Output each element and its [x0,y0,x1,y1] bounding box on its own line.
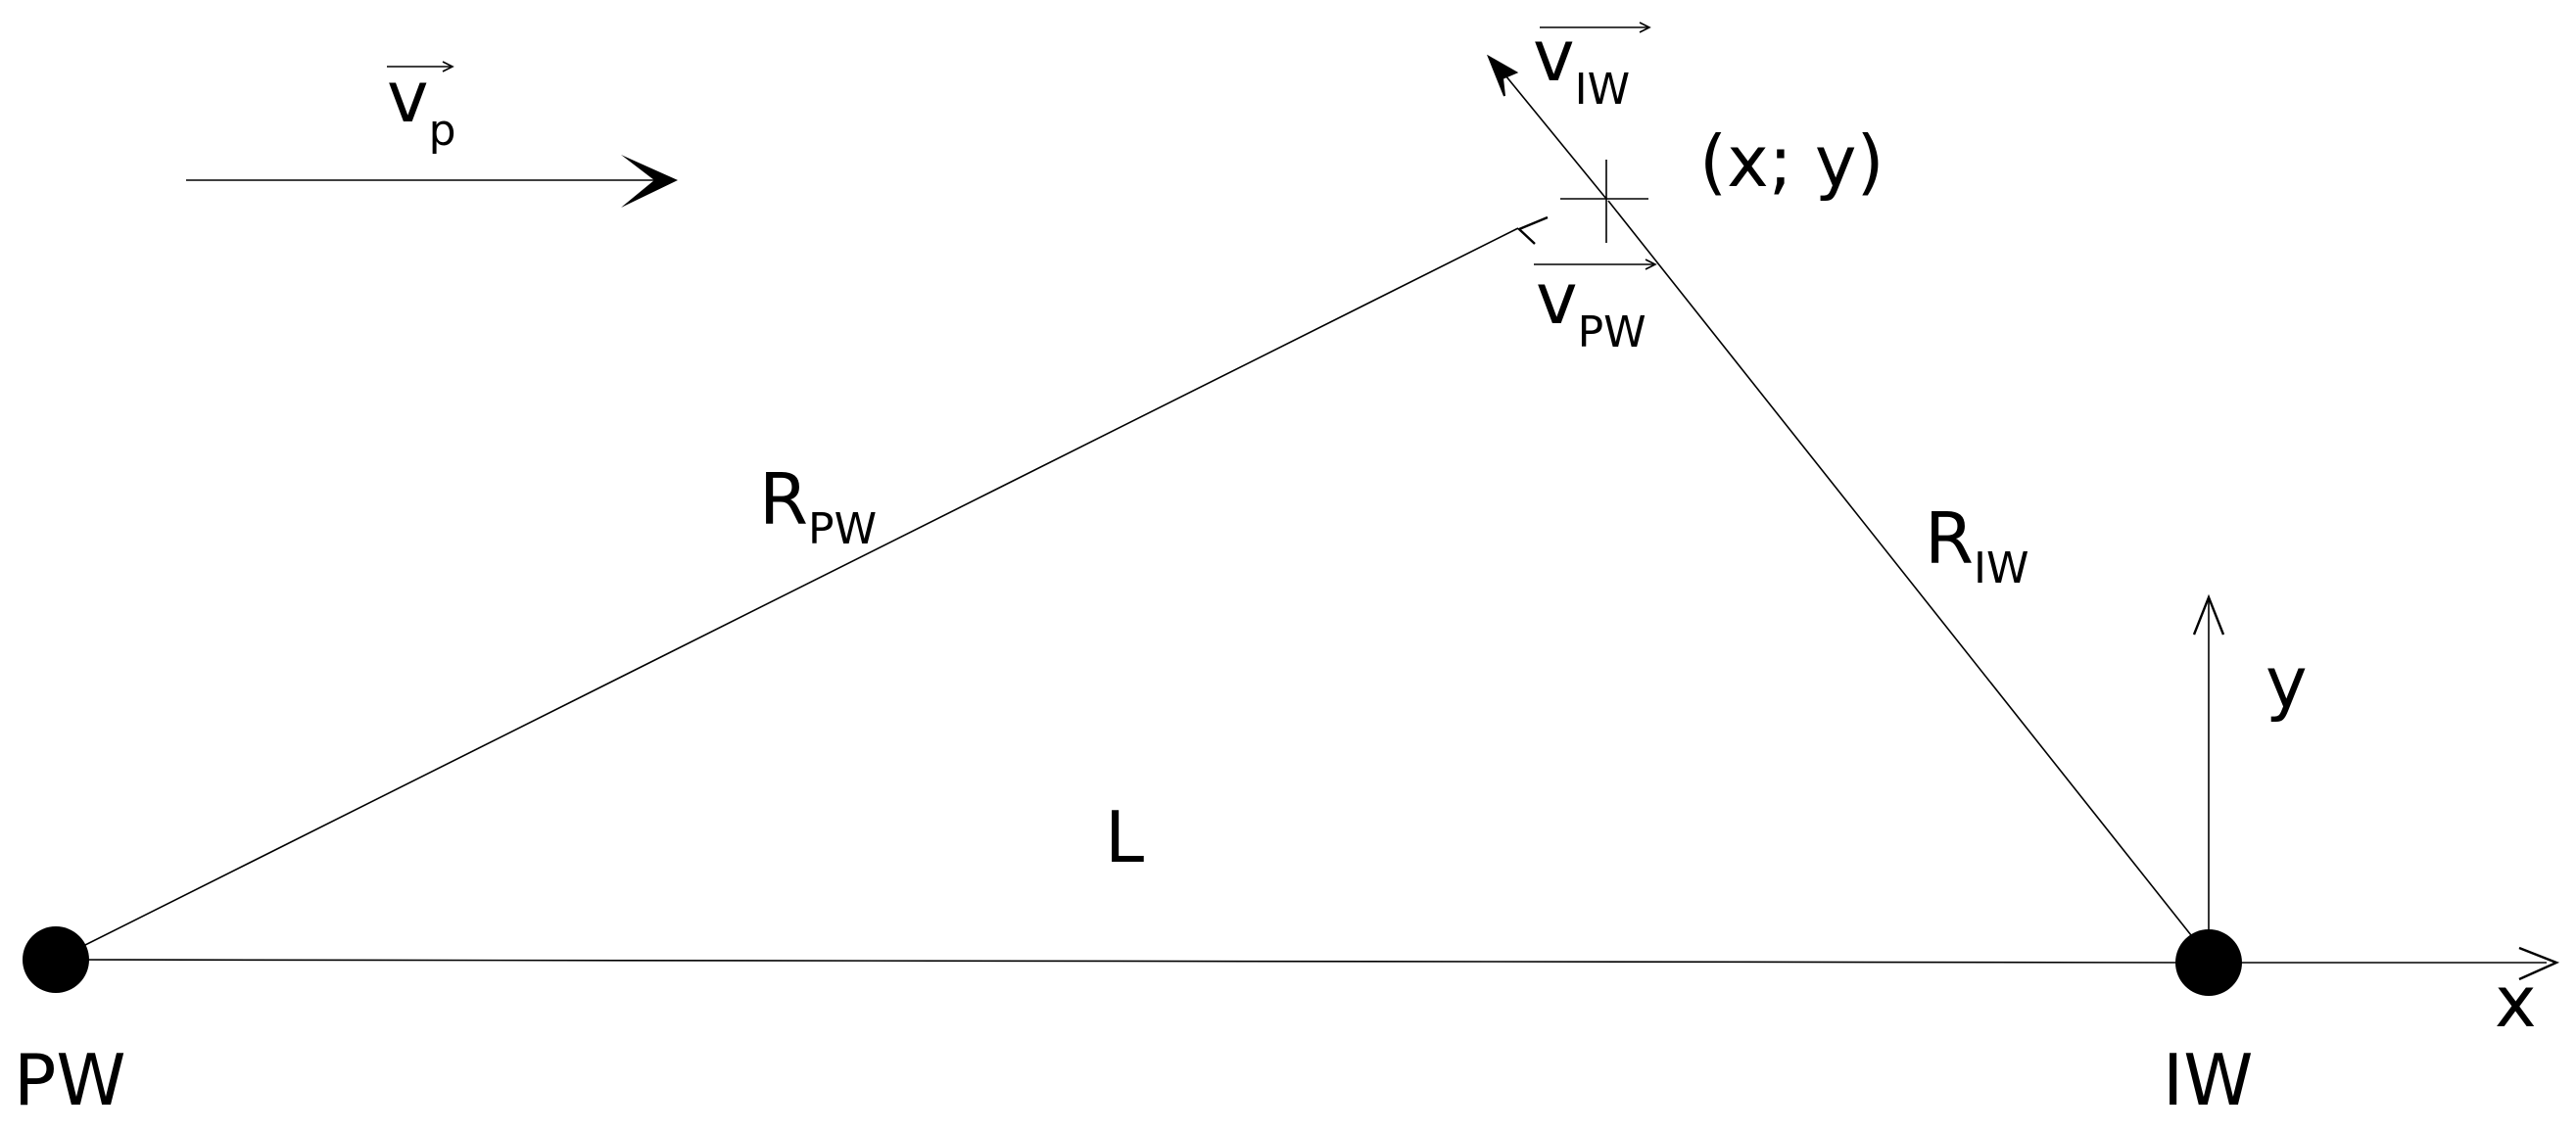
label-v-iw: vIW [1533,15,1630,115]
iw-well-dot [2175,929,2242,996]
v-pw-arrowhead [1516,215,1549,245]
v-p-arrowhead [621,155,678,208]
y-axis-arrowhead [2192,593,2225,636]
label-target: (x; y) [1699,120,1884,203]
label-v-p: vp [387,56,456,156]
label-v-pw: vPW [1536,258,1646,357]
label-x-axis: x [2495,961,2537,1043]
side-l [55,959,2210,964]
side-r-pw [55,227,1519,961]
label-y-axis: y [2266,641,2308,724]
v-iw-arrow-shaft [1496,64,1607,200]
v-iw-arrowhead [1487,54,1519,97]
label-l: L [1105,796,1144,878]
v-iw-overbar [1540,22,1651,33]
label-iw: IW [2163,1039,2253,1121]
target-crosshair [1560,160,1648,243]
pw-well-dot [23,926,89,993]
label-r-pw: RPW [759,458,877,554]
v-pw-overbar [1534,259,1657,270]
v-p-overbar [387,61,454,72]
x-axis-arrowhead [2518,946,2560,981]
side-r-iw [1607,200,2192,936]
label-pw: PW [14,1039,126,1121]
label-r-iw: RIW [1925,497,2029,593]
